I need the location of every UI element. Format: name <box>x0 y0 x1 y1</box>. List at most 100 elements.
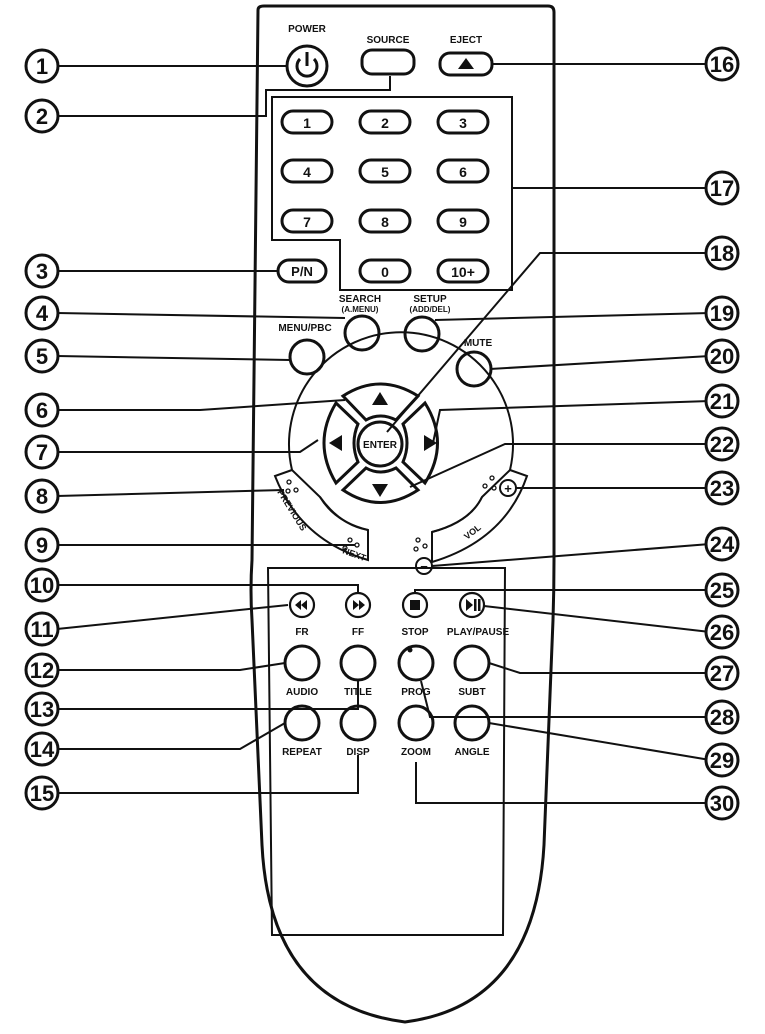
callout-24: 24 <box>704 526 740 562</box>
callout-11: 11 <box>24 611 60 647</box>
svg-text:6: 6 <box>36 398 48 423</box>
svg-text:9: 9 <box>36 533 48 558</box>
angle-button[interactable] <box>453 704 491 742</box>
svg-text:20: 20 <box>710 344 734 369</box>
callout-29: 29 <box>704 742 740 778</box>
svg-text:13: 13 <box>30 697 54 722</box>
search-label: SEARCH <box>339 294 381 305</box>
zoom-button[interactable] <box>397 704 435 742</box>
stop-label: STOP <box>401 627 428 638</box>
repeat-button[interactable] <box>283 704 321 742</box>
svg-text:8: 8 <box>381 214 389 230</box>
svg-text:4: 4 <box>36 301 49 326</box>
svg-text:22: 22 <box>710 432 734 457</box>
dpad-down-button[interactable] <box>340 466 421 504</box>
svg-text:+: + <box>504 481 512 496</box>
dpad-up-button[interactable] <box>340 382 421 422</box>
svg-text:15: 15 <box>30 781 54 806</box>
power-label: POWER <box>288 24 327 35</box>
callout-17: 17 <box>704 170 740 206</box>
num-key-2[interactable]: 2 <box>358 109 412 135</box>
callout-10: 10 <box>24 567 60 603</box>
num-key-1[interactable]: 1 <box>280 109 334 135</box>
svg-text:24: 24 <box>710 532 735 557</box>
svg-text:2: 2 <box>36 104 48 129</box>
angle-label: ANGLE <box>455 747 490 758</box>
svg-text:5: 5 <box>381 164 389 180</box>
audio-button[interactable] <box>283 644 321 682</box>
svg-text:6: 6 <box>459 164 467 180</box>
title-button[interactable] <box>339 644 377 682</box>
callout-22: 22 <box>704 426 740 462</box>
vol-up-dots-icon <box>482 475 497 491</box>
svg-text:17: 17 <box>710 176 734 201</box>
ff-label: FF <box>352 627 364 638</box>
num-key-7[interactable]: 7 <box>280 208 334 234</box>
fr-button[interactable] <box>288 591 316 619</box>
mute-button[interactable] <box>455 350 493 388</box>
ff-button[interactable] <box>344 591 372 619</box>
num-key-0[interactable]: 0 <box>358 258 412 284</box>
svg-text:11: 11 <box>30 617 53 642</box>
disp-button[interactable] <box>339 704 377 742</box>
disp-label: DISP <box>346 747 370 758</box>
stop-button[interactable] <box>401 591 429 619</box>
svg-text:2: 2 <box>381 115 389 131</box>
callout-3: 3 <box>24 253 60 289</box>
svg-text:10+: 10+ <box>451 264 475 280</box>
subt-button[interactable] <box>453 644 491 682</box>
source-button[interactable] <box>360 48 416 76</box>
dpad-left-button[interactable] <box>322 400 360 486</box>
num-key-8[interactable]: 8 <box>358 208 412 234</box>
svg-text:18: 18 <box>710 241 734 266</box>
repeat-label: REPEAT <box>282 747 322 758</box>
num-key-3[interactable]: 3 <box>436 109 490 135</box>
callout-4: 4 <box>24 295 60 331</box>
dpad-right-button[interactable] <box>401 400 439 486</box>
callout-8: 8 <box>24 478 60 514</box>
svg-text:9: 9 <box>459 214 467 230</box>
svg-text:26: 26 <box>710 620 734 645</box>
play-pause-label: PLAY/PAUSE <box>447 627 510 638</box>
svg-text:21: 21 <box>710 389 734 414</box>
search-sub-label: (A.MENU) <box>342 305 379 314</box>
enter-button[interactable]: ENTER <box>356 420 404 468</box>
svg-text:P/N: P/N <box>291 264 313 279</box>
prog-label: PROG <box>401 687 431 698</box>
svg-text:23: 23 <box>710 476 734 501</box>
svg-text:28: 28 <box>710 705 734 730</box>
num-key-9[interactable]: 9 <box>436 208 490 234</box>
num-key-5[interactable]: 5 <box>358 158 412 184</box>
callout-30: 30 <box>704 785 740 821</box>
prog-button[interactable] <box>397 644 435 682</box>
callout-14: 14 <box>24 731 60 767</box>
pn-button[interactable]: P/N <box>276 258 328 284</box>
menu-pbc-button[interactable] <box>288 338 326 376</box>
callout-27: 27 <box>704 655 740 691</box>
vol-minus-icon: − <box>415 557 433 575</box>
callout-25: 25 <box>704 572 740 608</box>
svg-text:4: 4 <box>303 164 311 180</box>
callout-19: 19 <box>704 295 740 331</box>
play-pause-button[interactable] <box>458 591 486 619</box>
subt-label: SUBT <box>458 687 485 698</box>
search-button[interactable] <box>343 314 381 352</box>
callout-18: 18 <box>704 235 740 271</box>
svg-text:12: 12 <box>30 658 54 683</box>
next-label: NEXT <box>341 545 367 563</box>
callout-6: 6 <box>24 392 60 428</box>
fr-label: FR <box>295 627 309 638</box>
remote-body <box>249 4 556 1024</box>
num-key-4[interactable]: 4 <box>280 158 334 184</box>
callout-2: 2 <box>24 98 60 134</box>
num-key-6[interactable]: 6 <box>436 158 490 184</box>
numeric-keypad: 1 2 3 4 5 6 7 8 9 0 10+ <box>280 109 490 284</box>
eject-button[interactable] <box>438 51 494 77</box>
power-button[interactable] <box>285 44 329 88</box>
svg-text:5: 5 <box>36 344 48 369</box>
callout-7: 7 <box>24 434 60 470</box>
svg-text:8: 8 <box>36 484 48 509</box>
num-key-10plus[interactable]: 10+ <box>436 258 490 284</box>
callout-9: 9 <box>24 527 60 563</box>
svg-text:14: 14 <box>30 737 55 762</box>
